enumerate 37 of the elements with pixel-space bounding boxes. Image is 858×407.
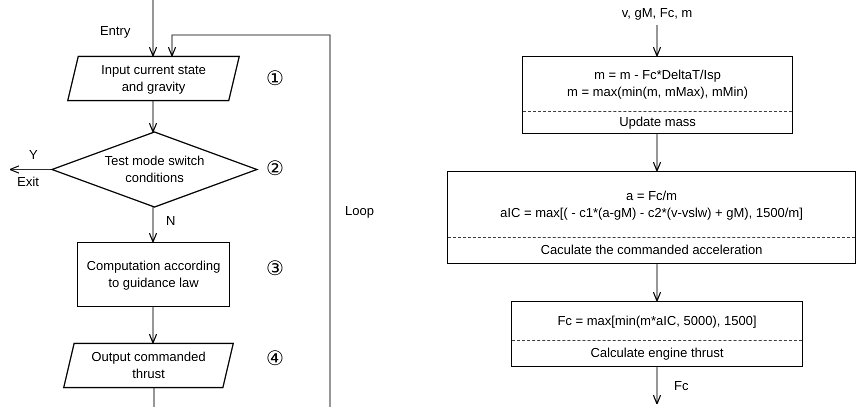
- step-number: ②: [266, 158, 284, 178]
- edge-label: Entry: [100, 24, 130, 37]
- formula-text: aIC = max[( - c1*(a-gM) - c2*(v-vslw) + gM), 1500/m]: [499, 204, 804, 222]
- edge-label: N: [166, 214, 176, 227]
- node-text: Output commanded thrust: [90, 348, 207, 382]
- arrow: [652, 264, 662, 302]
- step-number: ①: [266, 68, 284, 88]
- formula-text: m = max(min(m, mMax), mMin): [566, 84, 749, 101]
- process-box: [511, 301, 803, 367]
- arrow: [652, 134, 662, 172]
- arrow: [148, 207, 158, 243]
- arrow: [168, 34, 331, 407]
- flow-terminal-text: v, gM, Fc, m: [597, 4, 717, 22]
- process-box: [522, 56, 793, 134]
- arrow: [148, 307, 158, 344]
- formula-text: a = Fc/m: [625, 188, 678, 204]
- node-text: Input current state and gravity: [100, 62, 207, 96]
- step-number: ④: [266, 348, 284, 368]
- node-text: Test mode switch conditions: [104, 152, 206, 186]
- arrow: [9, 165, 52, 174]
- arrow: [148, 101, 158, 133]
- process-box: [447, 171, 856, 264]
- formula-text: Fc = max[min(m*aIC, 5000), 1500]: [556, 312, 758, 330]
- edge-label: Fc: [674, 379, 688, 392]
- step-title: Caculate the commanded acceleration: [540, 242, 764, 259]
- step-number: ③: [266, 258, 284, 278]
- node-text: Computation according to guidance law: [86, 258, 222, 292]
- edge-label: Loop: [345, 204, 374, 217]
- edge-label: Y: [29, 148, 38, 161]
- flow-terminal-text: Exit: [8, 174, 48, 190]
- step-title: Calculate engine thrust: [590, 345, 724, 362]
- process-box: [77, 242, 230, 307]
- arrow: [652, 25, 662, 57]
- formula-text: m = m - Fc*DeltaT/Isp: [593, 67, 722, 84]
- step-title: Update mass: [618, 114, 697, 131]
- arrow: [652, 367, 662, 405]
- arrow: [148, 0, 158, 57]
